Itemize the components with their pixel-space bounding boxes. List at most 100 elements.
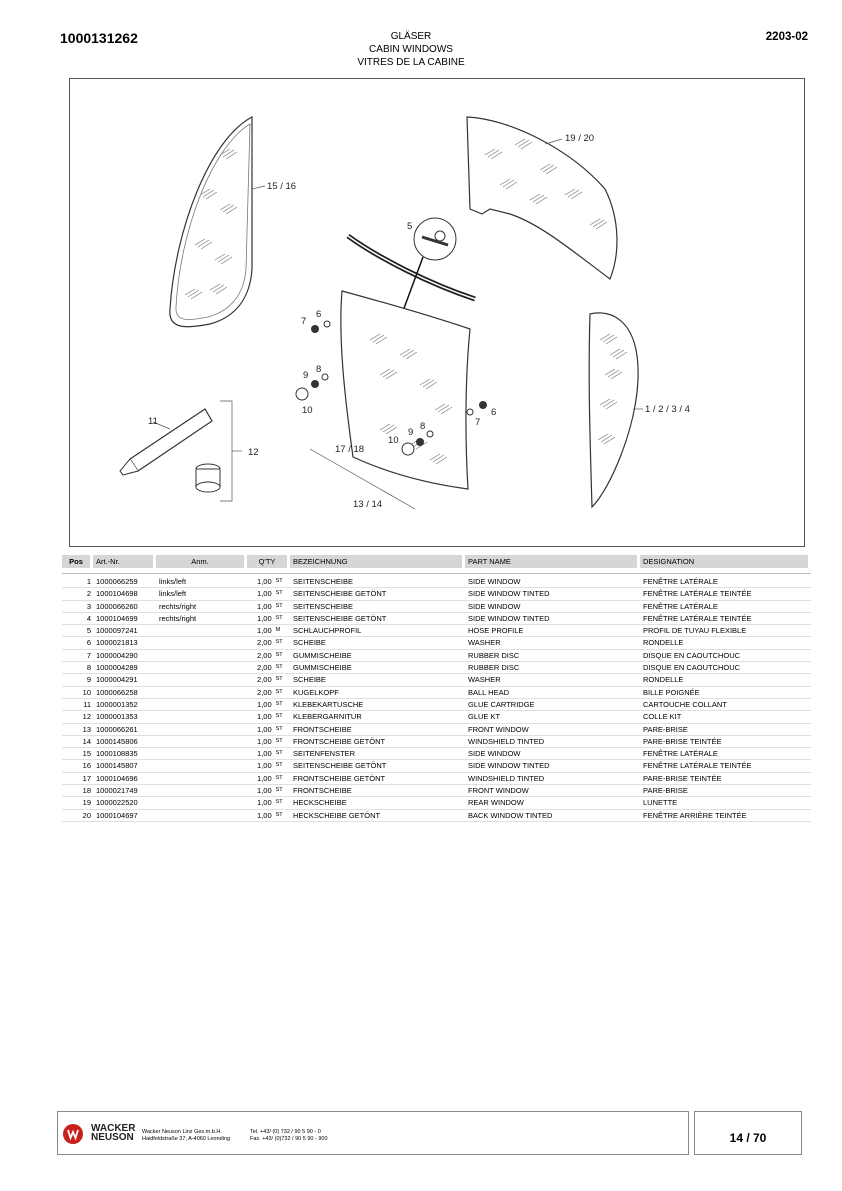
cell-de: FRONTSCHEIBE (290, 785, 465, 798)
col-art-nr: Art.-Nr. (93, 555, 156, 568)
footer: WACKER NEUSON Wacker Neuson Linz Ges.m.b… (57, 1111, 689, 1155)
cell-unit: ST (273, 601, 290, 613)
cell-de: KLEBEKARTUSCHE (290, 699, 465, 712)
version-number: 2203-02 (765, 31, 808, 43)
fax: Fax. +43/ (0)732 / 90 5 90 - 900 (250, 1136, 328, 1142)
cell-art: 1000104696 (93, 773, 156, 786)
cell-art: 1000097241 (93, 625, 156, 638)
wacker-neuson-logo-icon (63, 1124, 83, 1144)
col-designation: DESIGNATION (640, 555, 811, 568)
cell-anm (156, 785, 247, 798)
cell-unit: ST (273, 736, 290, 749)
cell-unit: ST (273, 773, 290, 786)
cell-fr: DISQUE EN CAOUTCHOUC (640, 650, 811, 663)
cell-art: 1000021749 (93, 785, 156, 798)
cell-en: SIDE WINDOW TINTED (465, 760, 640, 773)
cell-en: HOSE PROFILE (465, 625, 640, 638)
cell-fr: PARE-BRISE (640, 724, 811, 736)
cell-unit: ST (273, 687, 290, 699)
cell-art: 1000104698 (93, 588, 156, 601)
cell-de: SCHEIBE (290, 637, 465, 650)
cell-anm (156, 625, 247, 638)
cell-anm: links/left (156, 588, 247, 601)
cell-en: RUBBER DISC (465, 650, 640, 663)
cell-pos: 2 (62, 588, 93, 601)
cell-qty: 1,00 (247, 724, 274, 736)
cell-unit: ST (273, 674, 290, 687)
front-window-13-18 (309, 290, 471, 510)
cell-qty: 1,00 (247, 576, 274, 589)
cell-qty: 1,00 (247, 736, 274, 749)
cell-unit: M (273, 625, 290, 638)
cell-pos: 13 (62, 724, 93, 736)
cell-qty: 1,00 (247, 760, 274, 773)
cell-anm (156, 797, 247, 810)
cell-de: FRONTSCHEIBE GETÖNT (290, 773, 465, 786)
callout-17-18: 17 / 18 (335, 444, 364, 455)
exploded-view-figure: 15 / 16 19 / 20 5 6 7 8 9 10 6 7 8 9 10 … (69, 78, 805, 547)
callout-15-16: 15 / 16 (267, 181, 296, 192)
cell-de: KUGELKOPF (290, 687, 465, 699)
callout-6-left: 6 (316, 309, 321, 320)
cell-pos: 8 (62, 662, 93, 675)
cell-pos: 16 (62, 760, 93, 773)
glue-cartridge-11 (119, 408, 213, 476)
callout-5: 5 (407, 221, 412, 232)
cell-de: FRONTSCHEIBE (290, 724, 465, 736)
cell-unit: ST (273, 588, 290, 601)
cell-en: WINDSHIELD TINTED (465, 773, 640, 786)
cell-fr: RONDELLE (640, 637, 811, 650)
cell-anm (156, 736, 247, 749)
col-bezeichnung: BEZEICHNUNG (290, 555, 465, 568)
telephone: Tel. +43/ (0) 732 / 90 5 90 - 0 (250, 1129, 321, 1135)
cell-de: SEITENSCHEIBE (290, 601, 465, 613)
cell-qty: 2,00 (247, 637, 274, 650)
cell-pos: 6 (62, 637, 93, 650)
cell-fr: FENÊTRE LATÉRALE (640, 576, 811, 589)
cell-fr: FENÊTRE ARRIÈRE TEINTÉE (640, 810, 811, 822)
cell-fr: CARTOUCHE COLLANT (640, 699, 811, 712)
cell-en: WASHER (465, 637, 640, 650)
cell-anm: rechts/right (156, 601, 247, 613)
page-title: GLÄSER CABIN WINDOWS VITRES DE LA CABINE (0, 30, 822, 69)
col-pos: Pos (62, 555, 93, 568)
cell-qty: 1,00 (247, 711, 274, 724)
cell-en: GLUE KT (465, 711, 640, 724)
cell-pos: 18 (62, 785, 93, 798)
logo-line-1: WACKER (91, 1123, 136, 1134)
cell-qty: 2,00 (247, 650, 274, 663)
document-number: 1000131262 (60, 30, 138, 46)
cell-de: HECKSCHEIBE (290, 797, 465, 810)
callout-8-left: 8 (316, 364, 321, 375)
cell-en: BALL HEAD (465, 687, 640, 699)
cell-unit: ST (273, 662, 290, 675)
cell-en: SIDE WINDOW (465, 748, 640, 761)
cell-en: WASHER (465, 674, 640, 687)
callout-7-left: 7 (301, 316, 306, 327)
cell-en: SIDE WINDOW (465, 601, 640, 613)
cell-de: GUMMISCHEIBE (290, 650, 465, 663)
cell-qty: 1,00 (247, 748, 274, 761)
cell-fr: FENÊTRE LATÉRALE TEINTÉE (640, 588, 811, 601)
cell-anm (156, 662, 247, 675)
cell-unit: ST (273, 637, 290, 650)
street-address: Haidfeldstraße 37, A-4060 Leonding (142, 1136, 231, 1142)
cell-fr: FENÊTRE LATÉRALE TEINTÉE (640, 760, 811, 773)
cell-fr: PARE-BRISE TEINTÉE (640, 773, 811, 786)
cell-anm: links/left (156, 576, 247, 589)
callout-1-4: 1 / 2 / 3 / 4 (645, 404, 690, 415)
cell-unit: ST (273, 797, 290, 810)
title-fr: VITRES DE LA CABINE (357, 57, 465, 68)
cell-unit: ST (273, 699, 290, 712)
cell-anm (156, 637, 247, 650)
cell-pos: 12 (62, 711, 93, 724)
